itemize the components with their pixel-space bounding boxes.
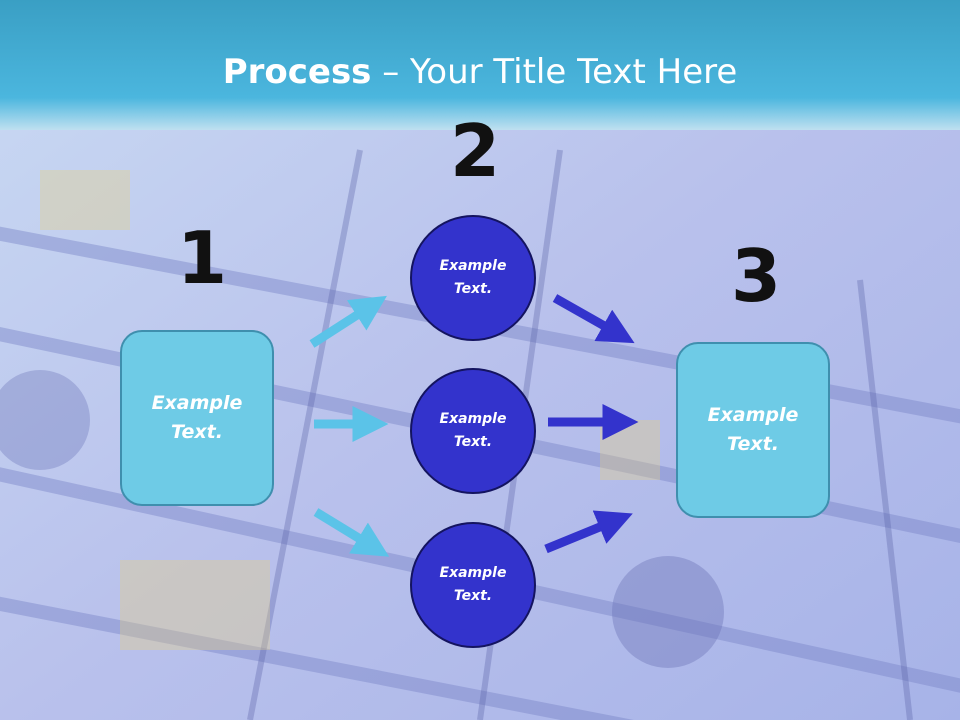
circle-middle-text-line1: Example <box>439 411 507 427</box>
step-number-3: 3 <box>731 234 782 318</box>
arrow-1-to-2-top <box>309 295 387 348</box>
step-2-circle-bottom: Example Text. <box>410 522 536 648</box>
step-1-box: Example Text. <box>120 330 274 506</box>
circle-top-text-line2: Text. <box>453 281 493 297</box>
arrow-1-to-2-bottom <box>313 508 390 557</box>
circle-bottom-text-line2: Text. <box>453 588 493 604</box>
step-2-circle-top: Example Text. <box>410 215 536 341</box>
step-number-1: 1 <box>177 216 228 300</box>
step-1-text-line2: Text. <box>171 421 223 443</box>
circle-top-text-line1: Example <box>439 258 507 274</box>
slide-title: Process – Your Title Text Here <box>0 52 960 92</box>
step-1-text-line1: Example <box>151 392 243 414</box>
arrow-2-bottom-to-3 <box>544 510 633 554</box>
step-number-2: 2 <box>450 109 501 193</box>
step-2-circle-middle: Example Text. <box>410 368 536 494</box>
step-3-box: Example Text. <box>676 342 830 518</box>
circle-middle-text-line2: Text. <box>453 434 493 450</box>
title-rest: – Your Title Text Here <box>371 52 738 92</box>
arrow-2-top-to-3 <box>552 294 635 344</box>
circle-bottom-text-line1: Example <box>439 565 507 581</box>
step-3-text-line2: Text. <box>727 433 779 455</box>
step-3-text-line1: Example <box>707 404 799 426</box>
title-bold: Process <box>222 52 372 92</box>
